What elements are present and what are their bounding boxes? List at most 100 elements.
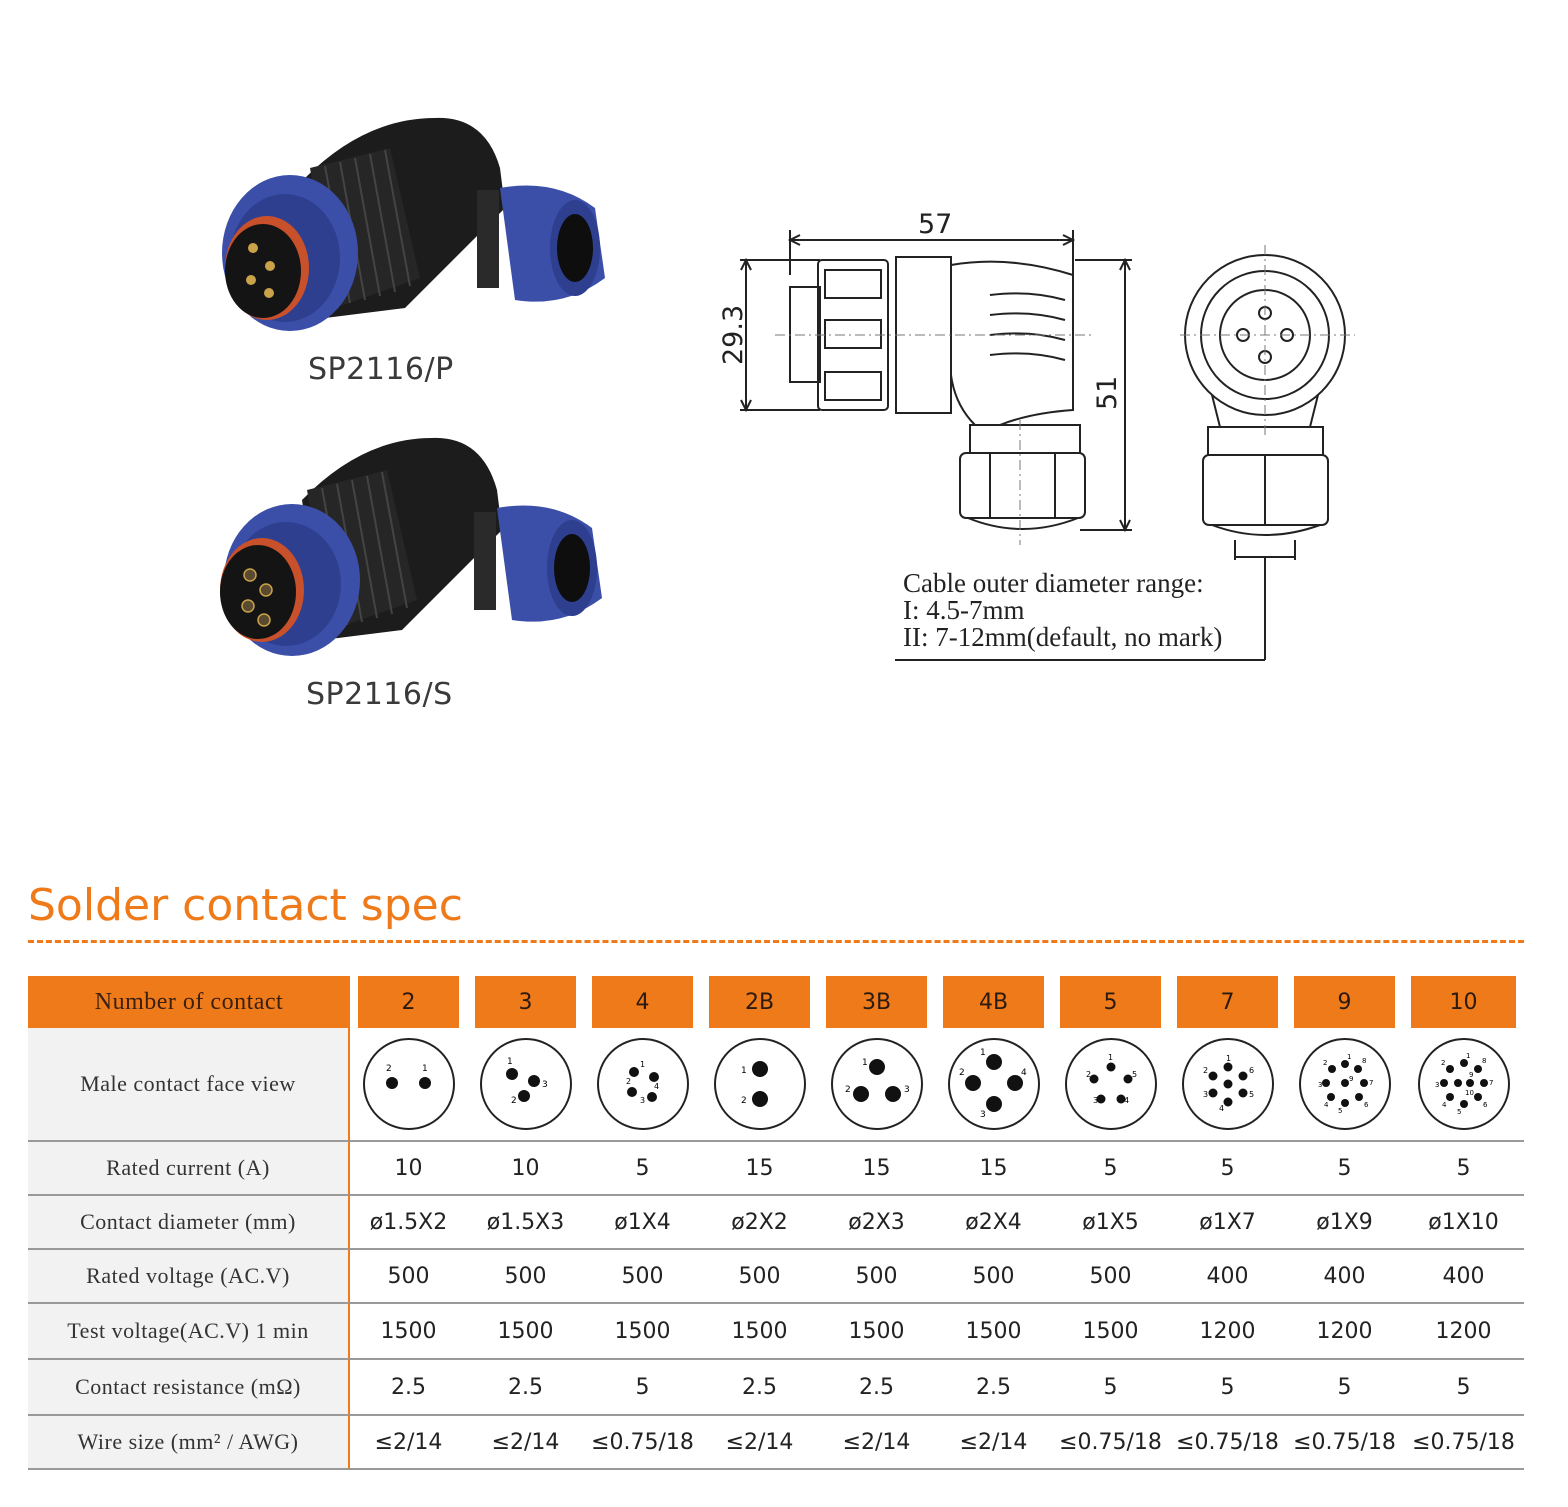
svg-text:1: 1 — [741, 1066, 747, 1076]
header-contact-3b: 3B — [818, 976, 935, 1028]
svg-text:2: 2 — [386, 1064, 392, 1074]
spec-cell: 500 — [584, 1250, 701, 1304]
spec-cell: 5 — [1286, 1142, 1403, 1196]
svg-text:1: 1 — [1226, 1054, 1231, 1063]
spec-cell: ø2X4 — [935, 1196, 1052, 1250]
svg-text:1: 1 — [862, 1058, 868, 1068]
svg-text:2: 2 — [626, 1077, 631, 1086]
row-label: Contact resistance (mΩ) — [28, 1360, 350, 1416]
header-contact-4b: 4B — [935, 976, 1052, 1028]
spec-cell: 500 — [1052, 1250, 1169, 1304]
spec-cell: 500 — [467, 1250, 584, 1304]
svg-text:3: 3 — [904, 1085, 910, 1095]
face-view-4: 1 4 2 3 — [584, 1028, 701, 1142]
cable-note-line2: I: 4.5-7mm — [903, 595, 1025, 625]
header-contact-2b: 2B — [701, 976, 818, 1028]
row-label: Wire size (mm² / AWG) — [28, 1416, 350, 1470]
spec-cell: ø1.5X3 — [467, 1196, 584, 1250]
header-contact-4: 4 — [584, 976, 701, 1028]
cable-diameter-note: Cable outer diameter range: I: 4.5-7mm I… — [903, 570, 1222, 651]
spec-cell: 1500 — [1052, 1304, 1169, 1360]
svg-text:5: 5 — [1132, 1070, 1137, 1079]
header-contact-5: 5 — [1052, 976, 1169, 1028]
svg-text:3: 3 — [640, 1096, 645, 1105]
header-contact-9: 9 — [1286, 976, 1403, 1028]
header-contact-7: 7 — [1169, 976, 1286, 1028]
spec-cell: ø1X9 — [1286, 1196, 1403, 1250]
svg-text:1: 1 — [640, 1060, 645, 1069]
svg-text:1: 1 — [507, 1057, 513, 1067]
spec-cell: 2.5 — [467, 1360, 584, 1416]
row-label: Rated current (A) — [28, 1142, 350, 1196]
socket-model-label: SP2116/S — [306, 677, 453, 712]
spec-cell: ≤0.75/18 — [584, 1416, 701, 1470]
spec-cell: 1200 — [1286, 1304, 1403, 1360]
header-contact-2: 2 — [350, 976, 467, 1028]
svg-text:3: 3 — [1435, 1081, 1439, 1089]
dim-diameter-label: 29.3 — [718, 305, 749, 365]
header-number-of-contact: Number of contact — [28, 976, 350, 1028]
spec-cell: 1500 — [701, 1304, 818, 1360]
svg-text:5: 5 — [1457, 1108, 1461, 1116]
svg-text:6: 6 — [1249, 1066, 1254, 1075]
spec-cell: 5 — [1052, 1142, 1169, 1196]
spec-cell: ø1X4 — [584, 1196, 701, 1250]
svg-text:2: 2 — [959, 1068, 965, 1078]
spec-cell: 2.5 — [818, 1360, 935, 1416]
svg-text:9: 9 — [1349, 1075, 1353, 1083]
plug-connector-photo — [215, 108, 615, 338]
spec-cell: 500 — [818, 1250, 935, 1304]
spec-cell: ≤0.75/18 — [1169, 1416, 1286, 1470]
spec-cell: ≤2/14 — [935, 1416, 1052, 1470]
face-view-3: 1 3 2 — [467, 1028, 584, 1142]
svg-text:6: 6 — [1483, 1101, 1488, 1109]
row-label-face-view: Male contact face view — [28, 1028, 350, 1142]
svg-text:7: 7 — [1489, 1079, 1493, 1087]
dim-height-label: 51 — [1092, 376, 1123, 410]
svg-text:5: 5 — [1338, 1107, 1342, 1115]
svg-text:4: 4 — [654, 1082, 659, 1091]
spec-cell: 10 — [467, 1142, 584, 1196]
svg-text:2: 2 — [511, 1096, 517, 1106]
svg-text:4: 4 — [1124, 1096, 1129, 1105]
spec-cell: 1200 — [1403, 1304, 1524, 1360]
plug-model-label: SP2116/P — [308, 352, 454, 387]
spec-cell: 2.5 — [701, 1360, 818, 1416]
spec-cell: 1500 — [935, 1304, 1052, 1360]
spec-cell: 1500 — [467, 1304, 584, 1360]
spec-cell: 5 — [1052, 1360, 1169, 1416]
cable-note-line3: II: 7-12mm(default, no mark) — [903, 622, 1223, 652]
spec-cell: ø1X7 — [1169, 1196, 1286, 1250]
spec-cell: 500 — [350, 1250, 467, 1304]
svg-text:1: 1 — [980, 1048, 986, 1058]
spec-cell: ≤2/14 — [701, 1416, 818, 1470]
spec-cell: ≤0.75/18 — [1052, 1416, 1169, 1470]
svg-text:2: 2 — [741, 1096, 747, 1106]
spec-cell: 5 — [1169, 1142, 1286, 1196]
spec-cell: 1200 — [1169, 1304, 1286, 1360]
socket-connector-photo — [212, 430, 612, 660]
spec-cell: ≤2/14 — [467, 1416, 584, 1470]
svg-text:2: 2 — [1441, 1059, 1445, 1067]
section-divider — [28, 940, 1524, 943]
spec-cell: 5 — [584, 1360, 701, 1416]
header-contact-3: 3 — [467, 976, 584, 1028]
spec-cell: 15 — [935, 1142, 1052, 1196]
svg-text:2: 2 — [1323, 1059, 1327, 1067]
svg-text:3: 3 — [542, 1080, 548, 1090]
spec-cell: ø1.5X2 — [350, 1196, 467, 1250]
spec-cell: 400 — [1403, 1250, 1524, 1304]
spec-cell: 5 — [1169, 1360, 1286, 1416]
svg-text:3: 3 — [1318, 1081, 1322, 1089]
spec-cell: 5 — [1403, 1360, 1524, 1416]
svg-text:8: 8 — [1482, 1057, 1486, 1065]
svg-text:1: 1 — [1347, 1053, 1351, 1061]
spec-cell: 2.5 — [350, 1360, 467, 1416]
